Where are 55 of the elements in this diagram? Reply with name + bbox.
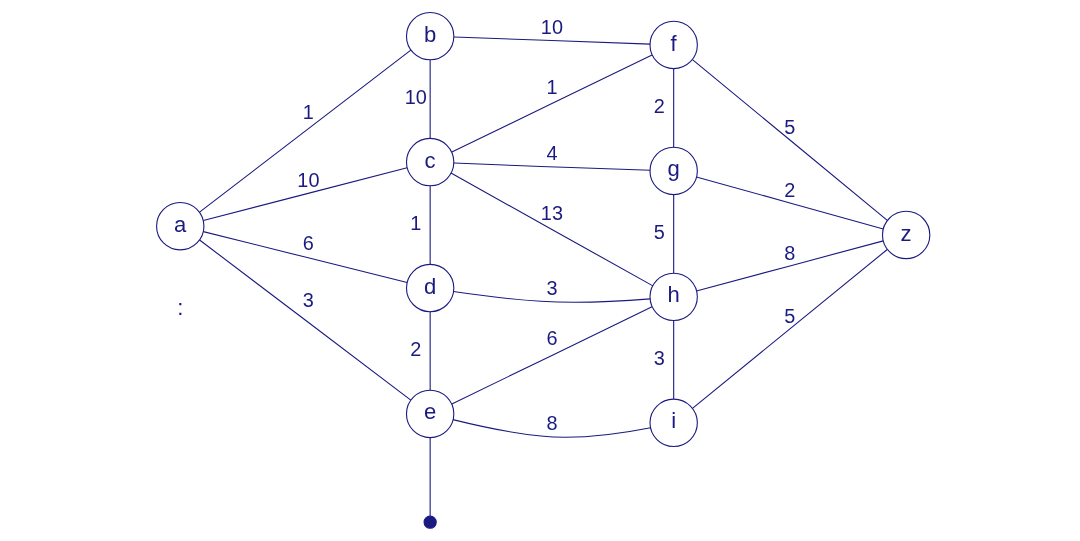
connector xyxy=(691,248,888,409)
connector xyxy=(695,176,884,230)
edge-label: 3 xyxy=(653,346,665,369)
connector xyxy=(673,68,675,148)
connector xyxy=(673,319,675,400)
edge-label: 1 xyxy=(410,211,422,234)
edge-label: 2 xyxy=(410,337,422,360)
connector xyxy=(451,54,653,153)
edge-label: 2 xyxy=(784,178,796,201)
node-circle: b xyxy=(405,11,455,61)
node-circle: i xyxy=(649,398,698,448)
connector xyxy=(199,49,412,213)
connector xyxy=(429,59,431,139)
connector xyxy=(453,36,651,45)
connector xyxy=(673,193,675,274)
node-circle: z xyxy=(881,210,931,260)
connector xyxy=(691,59,889,222)
node-circle: g xyxy=(649,146,698,196)
edge-label: 1 xyxy=(546,76,558,99)
edge-label: 10 xyxy=(404,85,427,108)
node-circle xyxy=(423,515,437,529)
connector xyxy=(695,240,884,292)
node-circle: d xyxy=(405,263,455,313)
edge-label: 5 xyxy=(784,115,796,138)
connector xyxy=(450,172,654,287)
edge-label: 8 xyxy=(784,241,796,264)
connector xyxy=(452,290,651,303)
edge-label: 5 xyxy=(784,304,796,327)
node-circle: a xyxy=(156,201,205,251)
connector xyxy=(202,231,408,284)
node-circle: e xyxy=(405,389,455,439)
connector xyxy=(453,162,651,171)
edge-label: 3 xyxy=(302,289,314,312)
connector xyxy=(452,419,652,438)
edge-label: 6 xyxy=(546,326,558,349)
label: : xyxy=(177,294,184,320)
connector xyxy=(429,185,431,265)
edge-label: 13 xyxy=(540,201,563,224)
connector xyxy=(202,167,408,221)
edge-label: 10 xyxy=(297,168,320,191)
edge-label: 8 xyxy=(546,411,558,434)
node-circle: c xyxy=(405,137,455,187)
edge-label: 1 xyxy=(302,101,314,124)
edge-label: 4 xyxy=(546,142,558,165)
node-circle: f xyxy=(649,20,698,70)
edge-label: 10 xyxy=(540,16,563,39)
connector xyxy=(451,306,653,405)
connector xyxy=(199,239,412,401)
connector xyxy=(429,311,431,391)
edge-label: 6 xyxy=(302,231,314,254)
edge-label: 2 xyxy=(653,94,665,117)
edge-label: 3 xyxy=(546,277,558,300)
edge-label: 5 xyxy=(653,220,665,243)
node-circle: h xyxy=(649,272,698,322)
connector xyxy=(429,436,431,517)
